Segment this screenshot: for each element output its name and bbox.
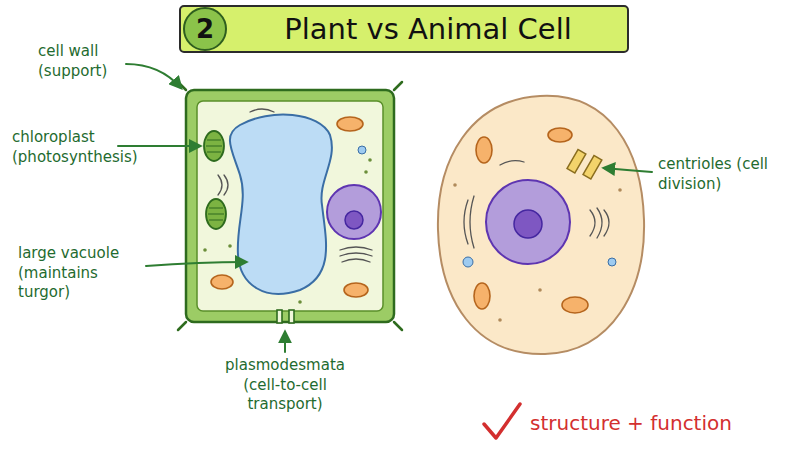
title: Plant vs Animal Cell: [284, 12, 572, 46]
part-label: chloroplast (photosynthesis): [12, 128, 162, 167]
vacuole: [230, 115, 332, 294]
part-label-box: chloroplast (photosynthesis): [12, 128, 162, 167]
leader-line: [118, 145, 200, 147]
note: structure + function: [530, 410, 792, 436]
vesicles: [463, 257, 616, 267]
ribosomes: [203, 158, 372, 304]
mitochondria: [474, 128, 588, 313]
part-label-box: large vacuole (maintains turgor): [18, 244, 146, 303]
plasmodesmata: [277, 310, 294, 323]
title-box: Plant vs Animal Cell: [232, 6, 624, 52]
ribosomes: [453, 183, 622, 322]
callout-number: 2: [196, 14, 214, 44]
part-label: centrioles (cell division): [658, 155, 794, 194]
leader-lines: [118, 64, 652, 352]
check-mark: [484, 404, 520, 438]
centrioles: [567, 149, 602, 179]
part-label: large vacuole (maintains turgor): [18, 244, 146, 303]
note-box: structure + function: [530, 410, 792, 436]
leader-line: [126, 64, 181, 88]
leader-line: [284, 332, 286, 352]
animal-cell: [438, 96, 644, 354]
leader-line: [604, 168, 652, 172]
title-banner: [180, 6, 628, 52]
mitochondria: [211, 117, 368, 297]
nucleus: [327, 185, 381, 239]
part-label-box: cell wall (support): [38, 42, 148, 81]
part-label-box: plasmodesmata (cell-to-cell transport): [215, 356, 355, 415]
er-golgi: [218, 109, 372, 262]
plant-cell: [178, 82, 402, 330]
leader-line: [146, 262, 246, 266]
cell-wall: [186, 90, 394, 322]
part-label: cell wall (support): [38, 42, 148, 81]
cell-membrane: [438, 96, 644, 354]
number-circle: 2: [183, 7, 227, 51]
chloroplast: [204, 131, 226, 229]
part-label: plasmodesmata (cell-to-cell transport): [215, 356, 355, 415]
nucleus: [486, 180, 570, 264]
wall-corners: [178, 82, 402, 330]
part-label-box: centrioles (cell division): [658, 155, 794, 194]
cytoplasm: [197, 101, 383, 311]
vesicle: [358, 146, 366, 154]
